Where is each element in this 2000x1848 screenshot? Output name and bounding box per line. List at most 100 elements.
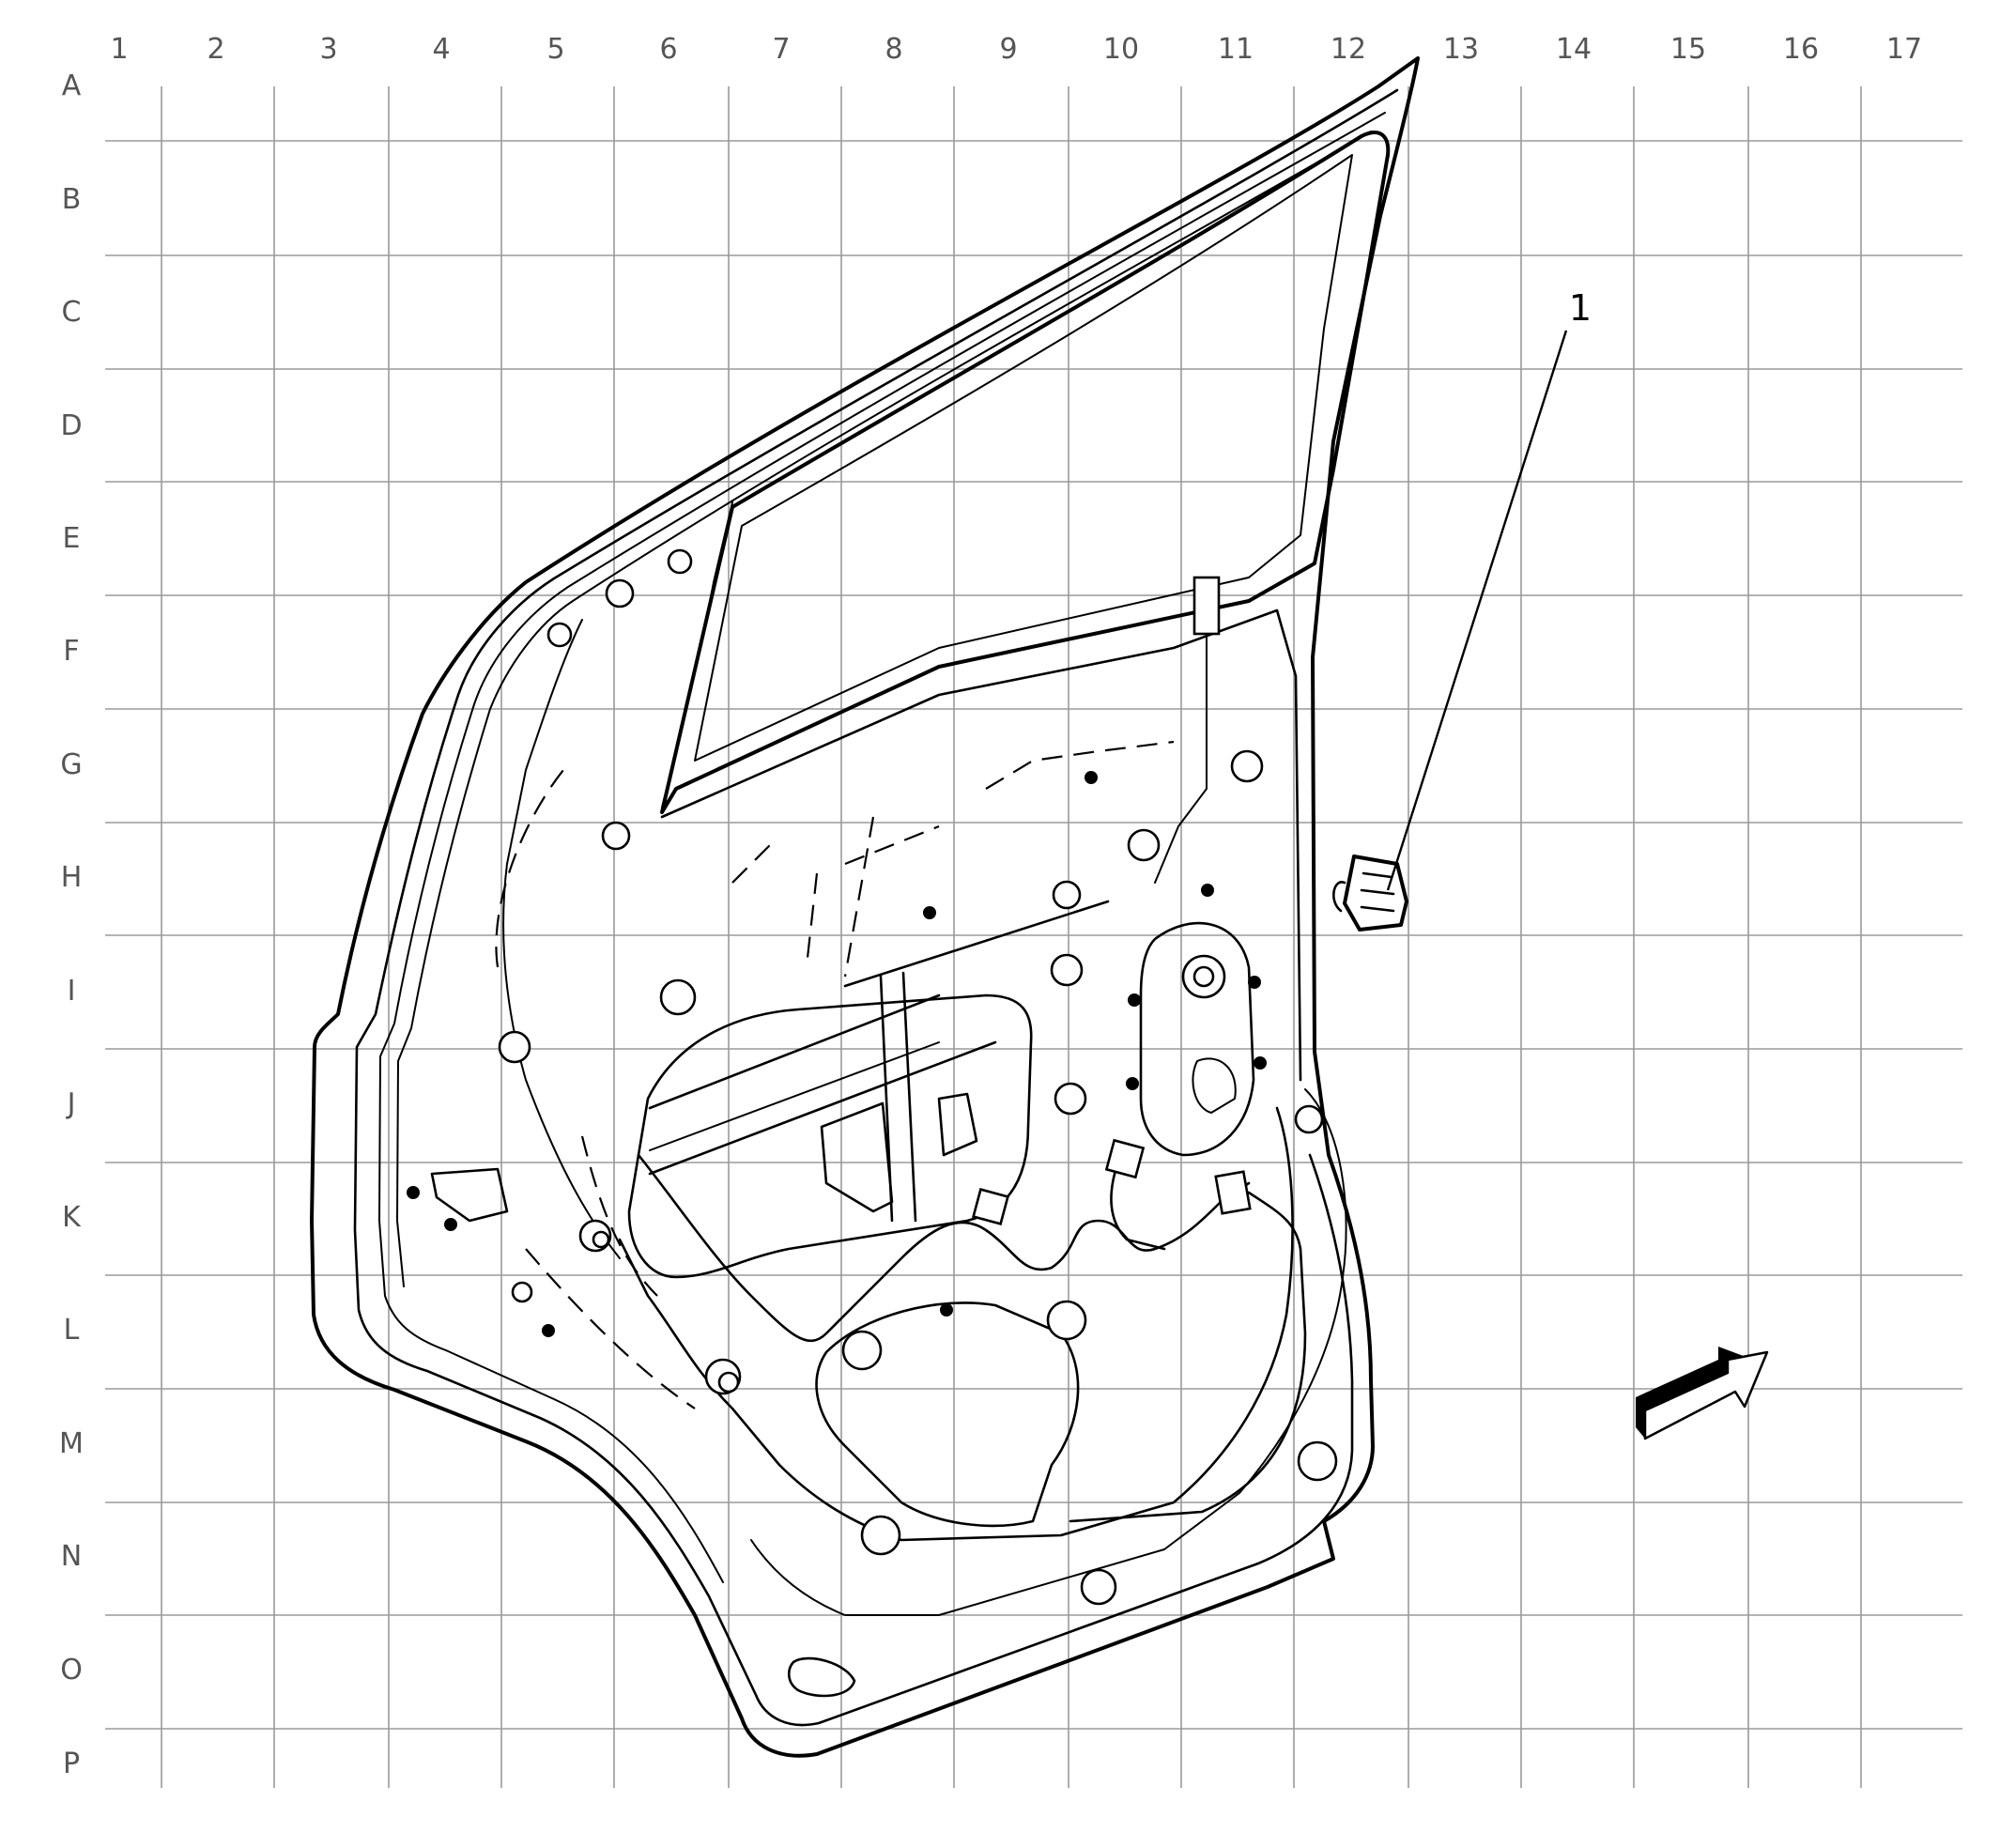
inner-boundary-2	[661, 501, 733, 808]
fasteners	[407, 771, 1267, 1337]
window-frame	[660, 131, 1391, 814]
panel-hole	[1052, 880, 1082, 910]
beltline-rail	[660, 608, 1302, 1082]
panel-hole	[667, 548, 693, 575]
regulator-cable	[843, 900, 1110, 988]
door-outer-edge	[310, 56, 1420, 1758]
panel-hole	[605, 578, 635, 608]
row-label: O	[60, 1654, 83, 1686]
column-labels: 1 2 3 4 5 6 7 8 9 10 11 12 13 14 15 16 1…	[110, 33, 1922, 66]
column-label: 11	[1218, 33, 1254, 66]
row-label: H	[61, 861, 83, 894]
callout-label: 1	[1569, 287, 1592, 329]
panel-hole	[1230, 749, 1264, 783]
panel-hole	[1294, 1104, 1324, 1134]
door-frame-inner	[353, 88, 1399, 1727]
fastener-nut	[1126, 1077, 1139, 1090]
panel-hole	[592, 1230, 610, 1249]
regulator-rail-c	[649, 1041, 940, 1151]
door-seal-line-2	[396, 131, 1372, 1287]
panel-hole	[659, 978, 697, 1016]
connector-icon	[1332, 855, 1408, 932]
row-label: E	[63, 522, 81, 555]
panel-hole	[1054, 1082, 1087, 1116]
regulator-motor	[1139, 921, 1255, 1157]
fastener-nut	[940, 1303, 953, 1317]
reference-grid	[105, 86, 1962, 1788]
panel-hole	[1050, 953, 1084, 987]
harness-connector	[1104, 1138, 1146, 1179]
row-label: K	[62, 1201, 82, 1234]
panel-hole	[717, 1371, 740, 1394]
row-label: N	[61, 1540, 82, 1573]
access-cutout	[627, 993, 1033, 1279]
row-label: M	[59, 1427, 84, 1460]
inner-panel-contour	[618, 1106, 1294, 1542]
row-label: L	[64, 1314, 80, 1347]
column-label: 10	[1103, 33, 1139, 66]
column-label: 6	[659, 33, 677, 66]
panel-contour-dashed-2	[525, 816, 875, 1409]
mounting-bracket	[820, 1101, 894, 1213]
window-frame-inner	[694, 154, 1353, 762]
drain-slot	[788, 1656, 856, 1698]
harness-connector	[1214, 1170, 1252, 1215]
row-label: P	[63, 1748, 80, 1780]
column-label: 13	[1443, 33, 1479, 66]
mounting-bracket-2	[937, 1092, 978, 1157]
column-label: 8	[885, 33, 902, 66]
wire-harness-2	[1110, 1163, 1166, 1251]
panel-hole	[860, 1515, 901, 1556]
motor-hub-inner	[1192, 965, 1215, 988]
row-label: D	[60, 409, 82, 442]
hinge-bracket	[430, 1167, 509, 1223]
fastener-nut	[444, 1218, 457, 1231]
direction-arrow-icon	[1636, 1347, 1769, 1440]
column-label: 12	[1331, 33, 1366, 66]
door-seal-line	[378, 112, 1386, 1583]
row-label: F	[63, 635, 79, 668]
column-label: 7	[772, 33, 790, 66]
panel-holes	[498, 548, 1338, 1606]
column-label: 3	[319, 33, 337, 66]
row-label: A	[62, 69, 82, 102]
panel-hole	[841, 1330, 883, 1371]
fastener-nut	[1085, 771, 1098, 784]
fastener-nut	[1201, 884, 1214, 897]
lock-knob	[1192, 576, 1221, 636]
column-label: 4	[432, 33, 450, 66]
fastener-nut	[1128, 993, 1141, 1007]
lower-cutout	[815, 1301, 1080, 1528]
regulator-rail-a	[648, 993, 941, 1110]
row-label: C	[62, 296, 82, 329]
column-label: 17	[1886, 33, 1922, 66]
lock-rod	[1154, 581, 1208, 884]
harness-connector	[972, 1188, 1009, 1225]
wire-harness	[637, 1153, 1251, 1343]
row-labels: A B C D E F G H I J K L M N O P	[59, 69, 84, 1780]
column-label: 16	[1783, 33, 1819, 66]
fastener-nut	[923, 906, 936, 919]
inner-boundary	[502, 619, 621, 1259]
panel-hole	[1080, 1568, 1117, 1606]
column-label: 2	[207, 33, 224, 66]
panel-hole	[601, 821, 631, 851]
door-panel	[310, 56, 1420, 1758]
panel-hole	[511, 1281, 533, 1303]
row-label: G	[60, 748, 82, 781]
fastener-nut	[1254, 1056, 1267, 1070]
panel-hole	[1046, 1300, 1087, 1341]
panel-hole	[1297, 1440, 1338, 1482]
column-label: 1	[110, 33, 128, 66]
wire-harness-3	[1069, 1191, 1307, 1523]
panel-hole	[546, 622, 573, 648]
callout-leader	[1386, 330, 1568, 891]
panel-hole	[1127, 828, 1161, 862]
column-label: 15	[1670, 33, 1706, 66]
panel-contour-dashed	[495, 740, 1175, 1297]
row-label: B	[62, 183, 82, 216]
motor-slot	[1192, 1057, 1237, 1114]
panel-edge-b	[750, 1088, 1347, 1616]
callout-1: 1	[1332, 287, 1592, 932]
